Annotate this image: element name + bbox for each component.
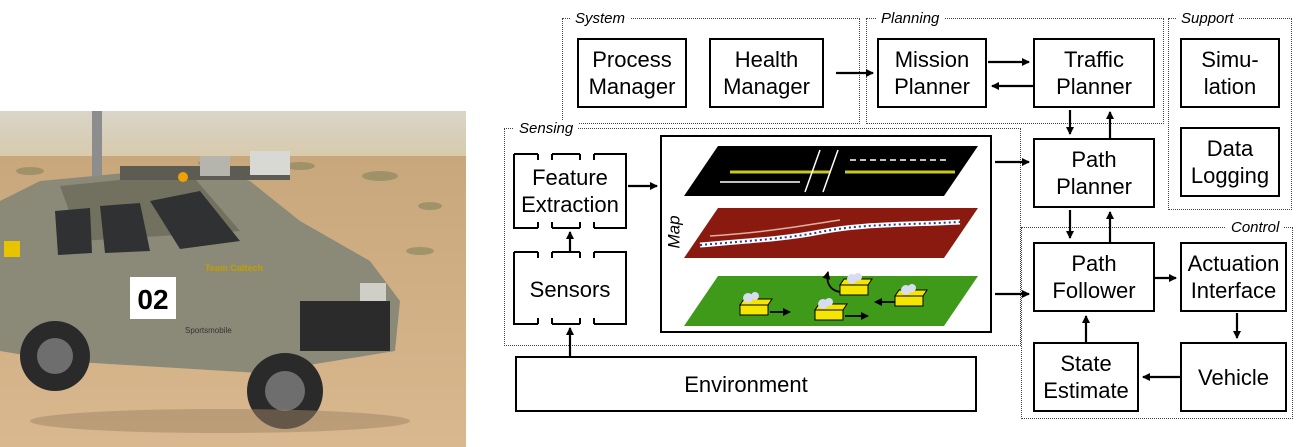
control-group-label: Control bbox=[1226, 219, 1285, 237]
planning-group-label: Planning bbox=[876, 10, 945, 28]
vehicle-team-decal: Team Caltech bbox=[205, 263, 263, 273]
control-group bbox=[1021, 227, 1293, 419]
system-group bbox=[562, 18, 860, 124]
support-group-label: Support bbox=[1176, 10, 1239, 28]
health-manager-box: Health Manager bbox=[709, 38, 824, 108]
map-road-layer bbox=[684, 146, 978, 196]
map-objects-layer bbox=[684, 271, 978, 326]
vehicle-number: 02 bbox=[137, 284, 168, 315]
vehicle-box: Vehicle bbox=[1180, 342, 1287, 412]
actuation-interface-box: Actuation Interface bbox=[1180, 242, 1287, 312]
vehicle-brand-decal: Sportsmobile bbox=[185, 326, 232, 335]
mission-planner-box: Mission Planner bbox=[877, 38, 987, 108]
process-manager-box: Process Manager bbox=[577, 38, 687, 108]
map-label: Map bbox=[664, 215, 684, 249]
sensing-group bbox=[504, 128, 1021, 346]
path-follower-box: Path Follower bbox=[1033, 242, 1155, 312]
map-costmap-layer bbox=[684, 208, 978, 258]
data-logging-box: Data Logging bbox=[1180, 127, 1280, 197]
vehicle-photo: 02 Team Caltech Sportsmobile bbox=[0, 111, 466, 447]
traffic-planner-box: Traffic Planner bbox=[1033, 38, 1155, 108]
simulation-box: Simu- lation bbox=[1180, 38, 1280, 108]
sensing-group-label: Sensing bbox=[514, 120, 579, 138]
system-group-label: System bbox=[570, 10, 631, 28]
environment-box: Environment bbox=[515, 356, 977, 412]
path-planner-box: Path Planner bbox=[1033, 138, 1155, 208]
feature-extraction-label: Feature Extraction bbox=[520, 162, 620, 220]
state-estimate-box: State Estimate bbox=[1033, 342, 1139, 412]
sensors-label: Sensors bbox=[520, 274, 620, 304]
